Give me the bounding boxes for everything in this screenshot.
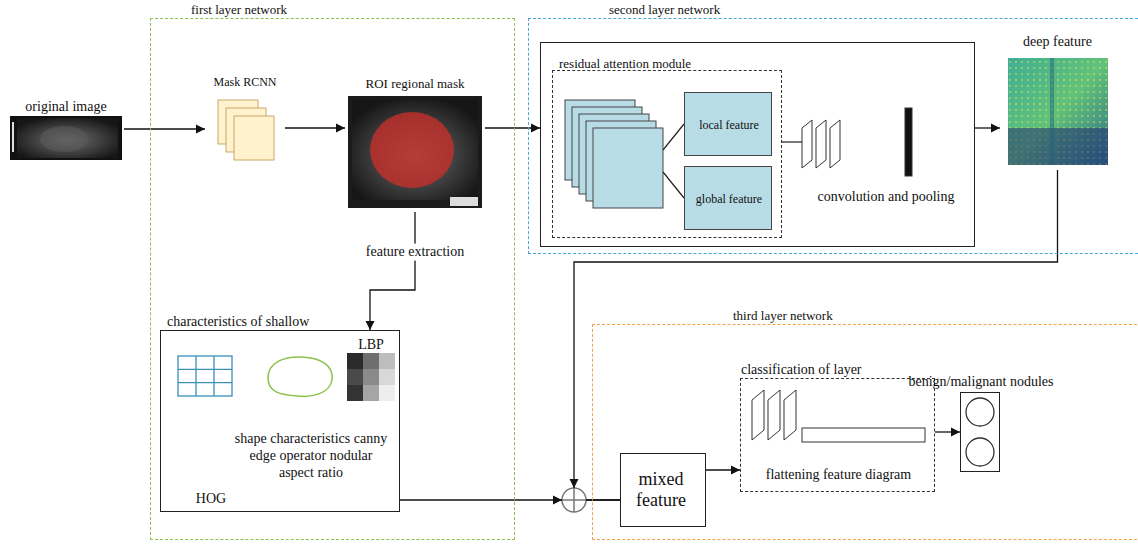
connector — [706, 466, 740, 475]
arrowhead — [570, 479, 579, 488]
heading-label: second layer network — [609, 2, 720, 18]
arrowhead — [731, 466, 740, 475]
wire — [782, 141, 802, 142]
output-neurons — [966, 398, 994, 466]
arrowhead — [553, 496, 562, 505]
node-label: LBP — [358, 337, 384, 354]
hog-grid-icon — [178, 356, 232, 396]
node-label: flattening feature diagram — [766, 467, 911, 484]
cnn-layers-icon — [218, 100, 274, 160]
connector-line — [370, 212, 415, 330]
wire — [663, 124, 684, 150]
image-node: deep feature — [1000, 30, 1115, 170]
heading-label: characteristics of shallow — [167, 314, 309, 331]
connector-line — [574, 170, 1058, 488]
node-label: ROI regional mask — [366, 76, 465, 92]
connector — [485, 124, 540, 133]
feature-box: local feature — [684, 92, 772, 156]
layer-region: second layer networkconvolution and pool… — [528, 18, 1138, 254]
arrowhead — [531, 124, 540, 133]
heading-label: classification of layer — [741, 362, 862, 379]
heading-label: Mask RCNN — [213, 75, 276, 89]
image-node: original image — [8, 95, 124, 163]
feature-box: global feature — [684, 166, 772, 230]
output-box: benign/malignant nodules — [960, 392, 1000, 472]
lbp-grid-icon — [347, 353, 395, 401]
node-label: global feature — [696, 192, 762, 206]
classifier-box: classification of layerflattening featur… — [740, 378, 935, 492]
conv-layers-icon — [802, 108, 912, 176]
node-label: deep feature — [1023, 34, 1092, 51]
node-label: local feature — [699, 118, 759, 132]
connector-line — [124, 128, 205, 129]
node-label: mixed feature — [621, 469, 701, 512]
layer-region: first layer networkMask RCNNROI regional… — [150, 18, 515, 540]
feature-maps-icon — [565, 100, 663, 208]
process-box: mixed feature — [620, 453, 706, 527]
arrowhead — [991, 124, 1000, 133]
layer-region: third layer networkmixed featureclassifi… — [592, 324, 1138, 540]
arrowhead — [196, 125, 205, 134]
image-node: ROI regional mask — [345, 72, 485, 212]
heatmap-image — [1008, 58, 1108, 165]
connector — [124, 125, 205, 134]
wire — [663, 172, 684, 198]
node-label: shape characteristics canny edge operato… — [231, 431, 391, 481]
heading-label: residual attention module — [559, 56, 691, 72]
heading-label: third layer network — [733, 308, 833, 324]
connector — [975, 124, 1000, 133]
node-label: HOG — [196, 491, 226, 508]
roi-mask-image — [348, 96, 482, 208]
model-node: Mask RCNN — [205, 68, 285, 164]
connector — [366, 212, 416, 330]
node-label: original image — [25, 99, 106, 116]
connector — [285, 124, 345, 133]
heading-label: first layer network — [191, 2, 287, 18]
conv-layers-icon — [752, 390, 925, 442]
connector — [570, 170, 1058, 500]
feature-box: characteristics of shallowHOGshape chara… — [160, 330, 400, 512]
connector-line — [400, 499, 562, 500]
attention-box: residual attention modulelocal featuregl… — [552, 70, 782, 238]
arrowhead — [336, 124, 345, 133]
module-box: convolution and pooling residual attentio… — [540, 42, 975, 247]
edge-label: feature extraction — [363, 244, 467, 261]
node-label: convolution and pooling — [818, 189, 955, 206]
connector — [935, 428, 960, 437]
arrowhead — [951, 428, 960, 437]
heading-label: benign/malignant nodules — [908, 374, 1053, 391]
connector — [400, 496, 620, 505]
shape-outline-icon — [268, 357, 332, 397]
arrowhead — [366, 321, 375, 330]
sum-junction — [562, 488, 586, 512]
ultrasound-image — [10, 116, 122, 160]
